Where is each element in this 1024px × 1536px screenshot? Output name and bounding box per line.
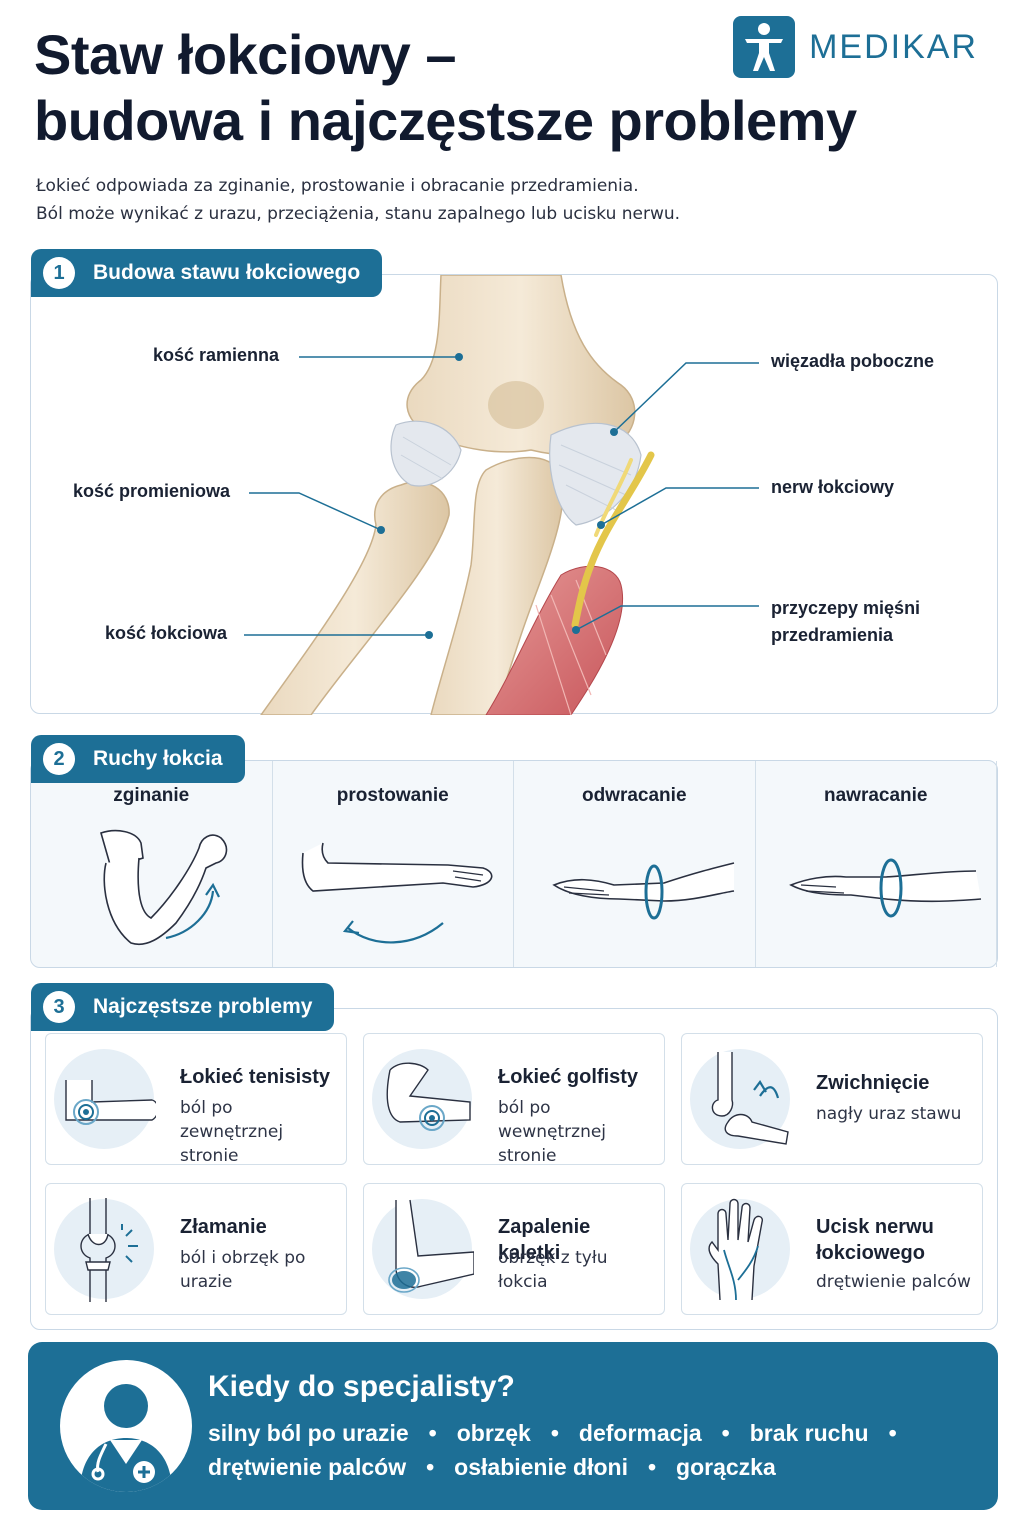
separator-dot: • (888, 1420, 897, 1446)
movement-label: odwracanie (581, 785, 687, 806)
problem-title: Zapalenie kaletki (498, 1216, 591, 1264)
problem-title: Złamanie (180, 1216, 267, 1238)
problem-desc: obrzęk z tyłu łokcia (498, 1248, 608, 1292)
elbow-anatomy-illustration (244, 275, 759, 715)
symptom-item: silny ból po urazie (208, 1420, 409, 1446)
person-icon (733, 16, 796, 78)
supination-arm-icon (552, 862, 735, 920)
golfer-elbow-icon (372, 1049, 472, 1149)
forearm-muscles (485, 565, 623, 715)
title-line-2: budowa i najczęstsze problemy (34, 89, 857, 152)
problem-desc: ból i obrzęk po urazie (180, 1248, 306, 1292)
symptom-item: drętwienie palców (208, 1454, 407, 1480)
movement-label: nawracanie (824, 785, 928, 806)
separator-dot: • (647, 1454, 657, 1480)
section3-tab: 3 Najczęstsze problemy (31, 983, 335, 1031)
label-humerus: kość ramienna (153, 345, 280, 365)
section-title: Najczęstsze problemy (93, 995, 313, 1018)
doctor-icon (60, 1360, 192, 1492)
flexion-arm-icon (100, 829, 228, 945)
banner-title: Kiedy do specjalisty? (208, 1370, 515, 1403)
label-nerve: nerw łokciowy (771, 477, 895, 497)
fracture-icon (54, 1198, 154, 1302)
section-title: Ruchy łokcia (93, 747, 223, 770)
section-number: 1 (43, 257, 75, 289)
problem-title: Ucisk nerwu łokciowego (816, 1216, 934, 1264)
nerve-compression-icon (690, 1198, 790, 1301)
label-ulna: kość łokciowa (105, 623, 228, 643)
ulnar-nerve (571, 451, 655, 629)
extension-arm-icon (301, 842, 493, 944)
movement-extension: prostowanie (273, 761, 514, 967)
specialist-banner: Kiedy do specjalisty? silny ból po urazi… (28, 1342, 998, 1510)
separator-dot: • (426, 1454, 435, 1480)
dislocation-icon (690, 1049, 790, 1149)
movements-section: zginanie prostowanie odwracanie nawracan… (30, 735, 998, 968)
problems-section: 3 Najczęstsze problemy Łokieć tenisisty … (30, 983, 998, 1330)
symptom-item: obrzęk (456, 1420, 531, 1446)
movement-label: zginanie (113, 785, 190, 806)
label-muscles-line-1: przyczepy mięśni (771, 598, 921, 618)
symptom-item: brak ruchu (749, 1420, 869, 1446)
problem-title: Łokieć tenisisty (180, 1066, 331, 1088)
problem-desc: nagły uraz stawu (816, 1104, 962, 1124)
problem-card-bursitis[interactable]: Zapalenie kaletki obrzęk z tyłu łokcia (363, 1183, 665, 1315)
problem-card-golfer-elbow[interactable]: Łokieć golfisty ból po wewnętrznej stron… (363, 1033, 665, 1166)
section-title: Budowa stawu łokciowego (93, 261, 361, 284)
symptom-item: osłabienie dłoni (454, 1454, 628, 1480)
movement-pronation: nawracanie (756, 761, 997, 967)
logo-text: MEDIKAR (809, 27, 978, 66)
intro-text: Łokieć odpowiada za zginanie, prostowani… (36, 172, 936, 228)
intro-line-2: Ból może wynikać z urazu, przeciążenia, … (36, 204, 681, 224)
label-radius: kość promieniowa (73, 481, 231, 501)
title-line-1: Staw łokciowy – (34, 23, 457, 86)
collateral-ligaments (390, 420, 462, 487)
problem-desc: ból po wewnętrznej stronie (498, 1098, 607, 1166)
page-title: Staw łokciowy – budowa i najczęstsze pro… (34, 22, 994, 154)
header: Staw łokciowy – budowa i najczęstsze pro… (34, 16, 994, 172)
humerus-bone (406, 275, 636, 456)
problem-title: Łokieć golfisty (498, 1066, 639, 1088)
separator-dot: • (721, 1420, 730, 1446)
problem-desc: ból po zewnętrznej stronie (180, 1098, 284, 1166)
label-muscles: przyczepy mięśni przedramienia (771, 595, 920, 649)
symptom-list: silny ból po urazie • obrzęk • deformacja • br… (208, 1416, 968, 1484)
symptom-item: deformacja (578, 1420, 702, 1446)
problem-title: Zwichnięcie (816, 1072, 930, 1094)
olecranon-fossa (488, 381, 544, 429)
intro-line-1: Łokieć odpowiada za zginanie, prostowani… (36, 176, 639, 196)
anatomy-section: 1 Budowa stawu łokciowego kość ramienna … (30, 249, 998, 715)
movement-flexion: zginanie (31, 761, 273, 967)
problem-card-tennis-elbow[interactable]: Łokieć tenisisty ból po zewnętrznej stro… (45, 1033, 347, 1166)
bursitis-icon (372, 1199, 474, 1299)
section1-tab: 1 Budowa stawu łokciowego (31, 249, 383, 297)
pronation-arm-icon (788, 858, 981, 918)
problem-card-nerve-compression[interactable]: Ucisk nerwu łokciowego drętwienie palców (681, 1183, 983, 1315)
separator-dot: • (550, 1420, 559, 1446)
problem-card-dislocation[interactable]: Zwichnięcie nagły uraz stawu (681, 1033, 983, 1165)
movement-supination: odwracanie (514, 761, 756, 967)
problem-desc: drętwienie palców (816, 1272, 971, 1292)
separator-dot: • (428, 1420, 437, 1446)
section2-tab: 2 Ruchy łokcia (31, 735, 245, 783)
section-number: 3 (43, 991, 75, 1023)
tennis-elbow-icon (54, 1049, 156, 1149)
radius-bone (260, 481, 450, 715)
symptom-item: gorączka (676, 1454, 776, 1480)
label-ligaments: więzadła poboczne (771, 351, 935, 371)
section-number: 2 (43, 743, 75, 775)
logo[interactable]: MEDIKAR (733, 16, 978, 78)
problem-card-fracture[interactable]: Złamanie ból i obrzęk po urazie (45, 1183, 347, 1315)
label-muscles-line-2: przedramienia (771, 625, 894, 645)
movement-label: prostowanie (336, 785, 449, 806)
